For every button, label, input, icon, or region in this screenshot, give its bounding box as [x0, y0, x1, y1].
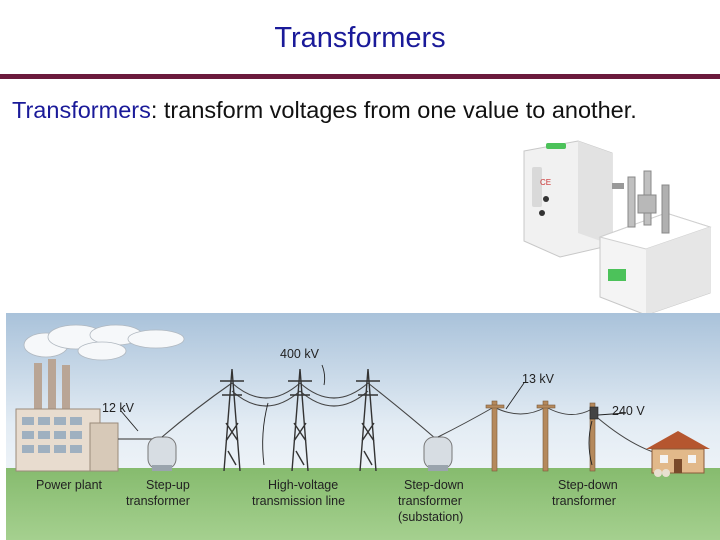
- voltage-label-13kv: 13 kV: [522, 372, 555, 386]
- label-step-down-line2: transformer: [552, 494, 616, 508]
- slide-title: Transformers: [274, 22, 446, 54]
- title-divider: [0, 74, 720, 79]
- house-icon: [646, 431, 710, 477]
- subtitle-text: : transform voltages from one value to a…: [150, 97, 637, 123]
- power-plant: [15, 359, 119, 472]
- label-step-up-line1: Step-up: [146, 478, 190, 492]
- substation-transformer: [423, 436, 453, 471]
- voltage-label-240v: 240 V: [612, 404, 645, 418]
- label-power-plant: Power plant: [36, 478, 103, 492]
- label-step-down-line1: Step-down: [558, 478, 618, 492]
- slide-subtitle: Transformers: transform voltages from on…: [12, 97, 718, 124]
- label-substation-line2: transformer: [398, 494, 462, 508]
- power-grid-diagram: 12 kV 400 kV 13 kV 240 V Power plant Ste…: [6, 313, 720, 540]
- step-up-transformer: [147, 436, 177, 471]
- label-substation-line1: Step-down: [404, 478, 464, 492]
- smoke-plumes: [23, 324, 185, 361]
- transmission-pylons: [220, 368, 380, 472]
- travel-adapter-image: CE: [516, 133, 716, 317]
- subtitle-term: Transformers: [12, 97, 151, 123]
- voltage-label-12kv: 12 kV: [102, 401, 135, 415]
- voltage-label-400kv: 400 kV: [280, 347, 320, 361]
- utility-poles: [485, 400, 599, 472]
- ce-mark: CE: [540, 178, 551, 187]
- label-step-up-line2: transformer: [126, 494, 190, 508]
- label-leaders: [120, 364, 627, 466]
- label-hv-line2: transmission line: [252, 494, 345, 508]
- high-voltage-lines: [161, 382, 437, 440]
- label-substation-line3: (substation): [398, 510, 463, 524]
- label-hv-line1: High-voltage: [268, 478, 338, 492]
